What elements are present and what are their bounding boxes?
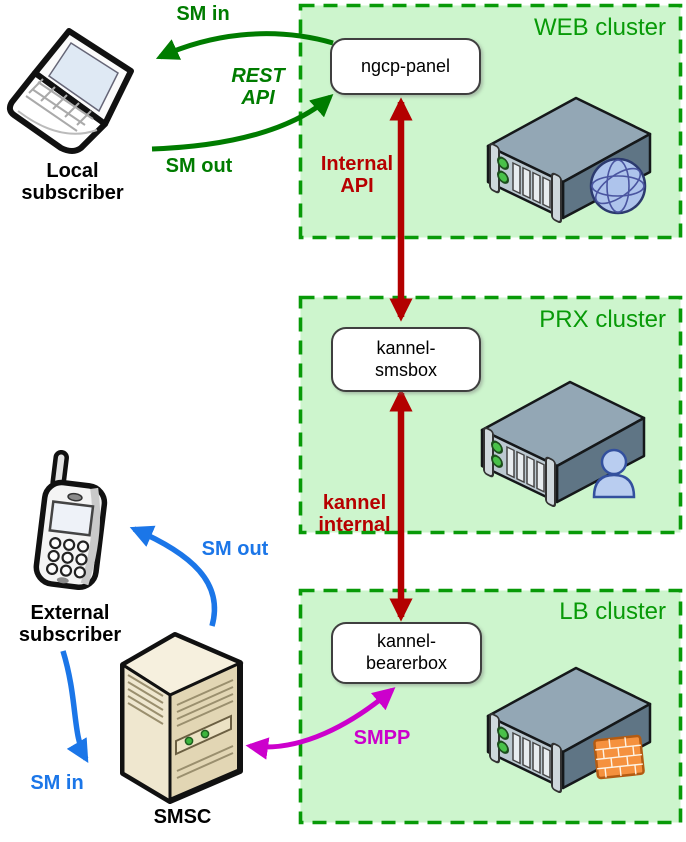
node-ngcp-panel: ngcp-panel [330,38,481,95]
rest-api-label: REST API [231,65,285,110]
sm-out-local-label: SM out [165,155,233,177]
smpp-label: SMPP [353,727,411,749]
arrow-smpp [245,687,396,760]
rack-server-firewall-icon [486,666,652,794]
rack-server-user-icon [480,380,646,508]
node-ngcp-panel-label: ngcp-panel [360,55,451,76]
kannel-internal-label: kannel internal [318,492,391,537]
tower-server-icon [120,632,244,804]
web-cluster-label: WEB cluster [533,14,666,41]
external-subscriber-label: External subscriber [18,602,122,647]
prx-cluster-label: PRX cluster [539,306,666,333]
laptop-icon [6,28,134,154]
node-kannel-smsbox-line1: kannel- [376,337,436,358]
sm-out-external-label: SM out [201,538,269,560]
sm-in-local-label: SM in [176,3,230,25]
local-subscriber-label: Local subscriber [21,160,124,205]
internal-api-label: Internal API [320,153,394,198]
node-kannel-smsbox-line2: smsbox [374,359,437,380]
sm-in-external-label: SM in [30,772,84,794]
mobile-phone-icon [33,450,108,590]
rack-server-globe-icon [486,96,652,224]
arrow-rest-api-sm-out [151,94,334,152]
node-kannel-bearerbox-line1: kannel- [376,631,437,652]
node-kannel-bearerbox-line2: bearerbox [365,653,448,673]
lb-cluster-label: LB cluster [559,598,666,625]
arrow-sm-in-local [155,31,334,60]
node-kannel-bearerbox: kannel- bearerbox [331,622,482,684]
node-kannel-smsbox: kannel- smsbox [331,327,481,392]
smsc-label: SMSC [153,806,212,828]
arrow-sm-in-external [60,650,89,763]
arrow-sm-out-external [129,525,218,627]
